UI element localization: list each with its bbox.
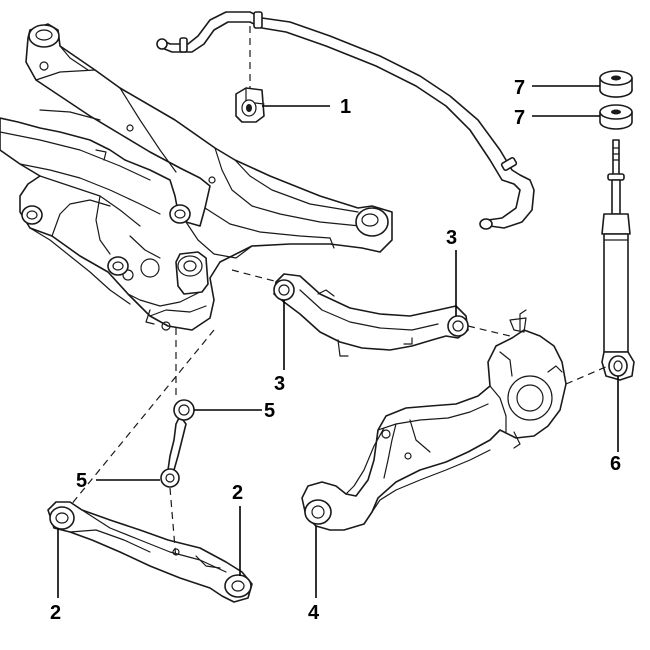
subframe-bushing-rear (175, 251, 209, 295)
callout-2-left: 2 (50, 602, 61, 624)
rear-subframe (0, 23, 393, 331)
callout-1: 1 (340, 96, 351, 118)
shock-absorber (601, 139, 635, 381)
callout-3-left: 3 (274, 373, 285, 395)
subframe-bushing-front-left (28, 24, 60, 48)
subframe-bushing-left (21, 205, 43, 225)
callout-4: 4 (308, 602, 320, 624)
subframe-bushing-front-right (355, 207, 389, 237)
callout-5-upper: 5 (264, 400, 275, 422)
callout-6: 6 (610, 453, 621, 475)
stabilizer-bar (156, 11, 535, 230)
subframe-bushing-mid (107, 256, 129, 276)
callout-5-lower: 5 (76, 470, 87, 492)
leader-lines (57, 85, 619, 598)
stabilizer-link (160, 399, 195, 488)
callout-3-right: 3 (446, 227, 457, 249)
knuckle-trailing-arm (301, 309, 567, 531)
subframe-bushing-center (169, 204, 191, 224)
callout-2-right: 2 (232, 482, 243, 504)
callout-7-upper: 7 (514, 77, 525, 99)
lower-mount-bushing (599, 104, 633, 130)
callout-labels: 1 7 7 3 3 5 5 2 2 4 6 (50, 77, 621, 624)
callout-7-lower: 7 (514, 107, 525, 129)
lower-control-arm (47, 501, 253, 603)
upper-control-arm (273, 273, 469, 357)
upper-mount-bushing (599, 70, 633, 98)
stabilizer-bushing (235, 87, 265, 123)
assembly-guide-lines (69, 26, 609, 561)
